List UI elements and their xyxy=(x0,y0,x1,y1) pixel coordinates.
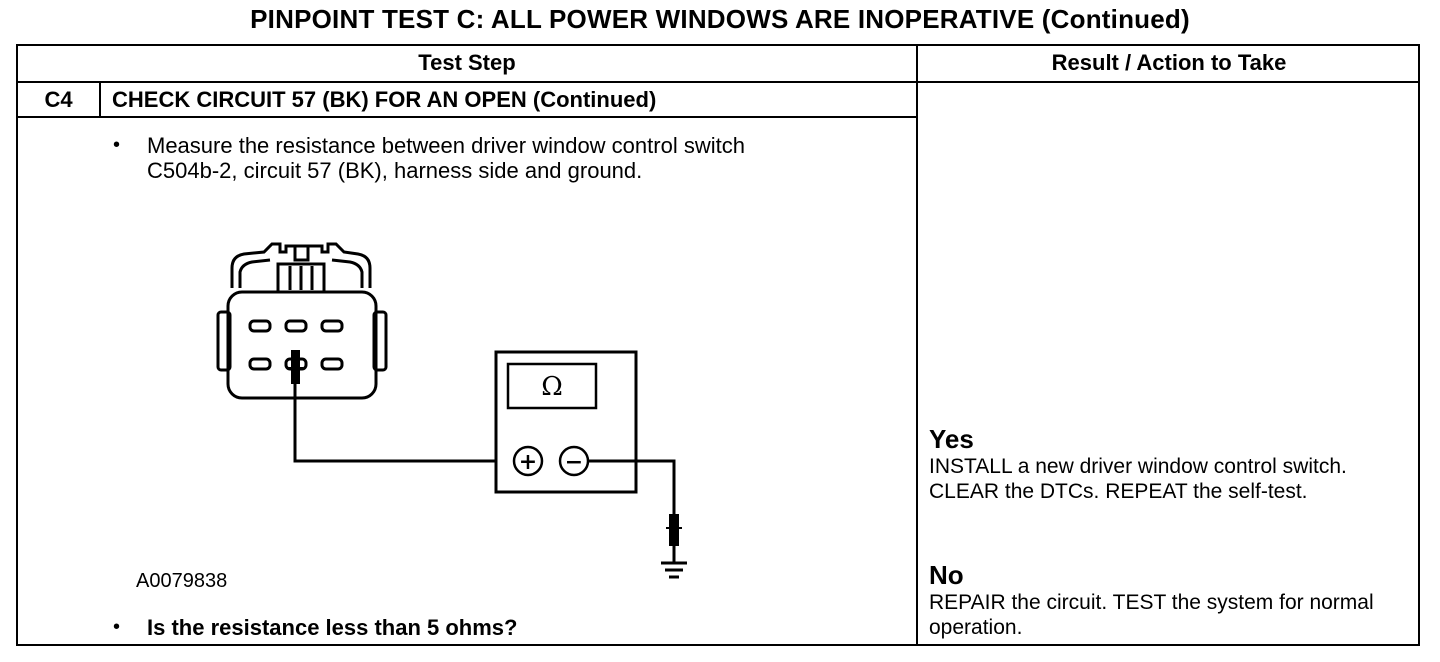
ohmmeter-icon: Ω + − xyxy=(494,350,638,494)
instruction-bullet: • xyxy=(113,134,121,156)
instruction-line-1: Measure the resistance between driver wi… xyxy=(147,133,745,158)
plus-terminal-label: + xyxy=(519,449,537,475)
result-yes-text: INSTALL a new driver window control swit… xyxy=(929,455,1347,503)
column-divider xyxy=(916,44,918,646)
test-table xyxy=(16,44,1420,646)
figure-id: A0079838 xyxy=(136,570,228,592)
page-title: PINPOINT TEST C: ALL POWER WINDOWS ARE I… xyxy=(250,4,1190,34)
wiring-diagram: Ω + − xyxy=(216,242,687,579)
step-id: C4 xyxy=(44,87,73,112)
header-divider xyxy=(16,81,1420,83)
question-bullet: • xyxy=(113,616,121,638)
result-no-text: REPAIR the circuit. TEST the system for … xyxy=(929,591,1374,639)
step-title: CHECK CIRCUIT 57 (BK) FOR AN OPEN (Conti… xyxy=(112,87,657,112)
negative-lead-wire xyxy=(588,459,676,520)
connector-icon xyxy=(216,242,388,400)
instruction-line-2: C504b-2, circuit 57 (BK), harness side a… xyxy=(147,158,643,183)
question-text: Is the resistance less than 5 ohms? xyxy=(147,615,518,640)
step-id-divider xyxy=(99,81,101,118)
probe-plus-icon xyxy=(288,350,303,384)
meter-display-symbol: Ω xyxy=(541,372,563,402)
probe-minus-icon xyxy=(666,514,682,546)
column-header-test-step: Test Step xyxy=(418,50,516,75)
result-yes-label: Yes xyxy=(929,424,974,454)
positive-lead-wire xyxy=(293,384,514,463)
ground-icon xyxy=(661,546,687,579)
result-no-label: No xyxy=(929,560,964,590)
step-title-divider xyxy=(16,116,918,118)
column-header-result: Result / Action to Take xyxy=(1051,50,1287,75)
minus-terminal-label: − xyxy=(565,449,583,475)
